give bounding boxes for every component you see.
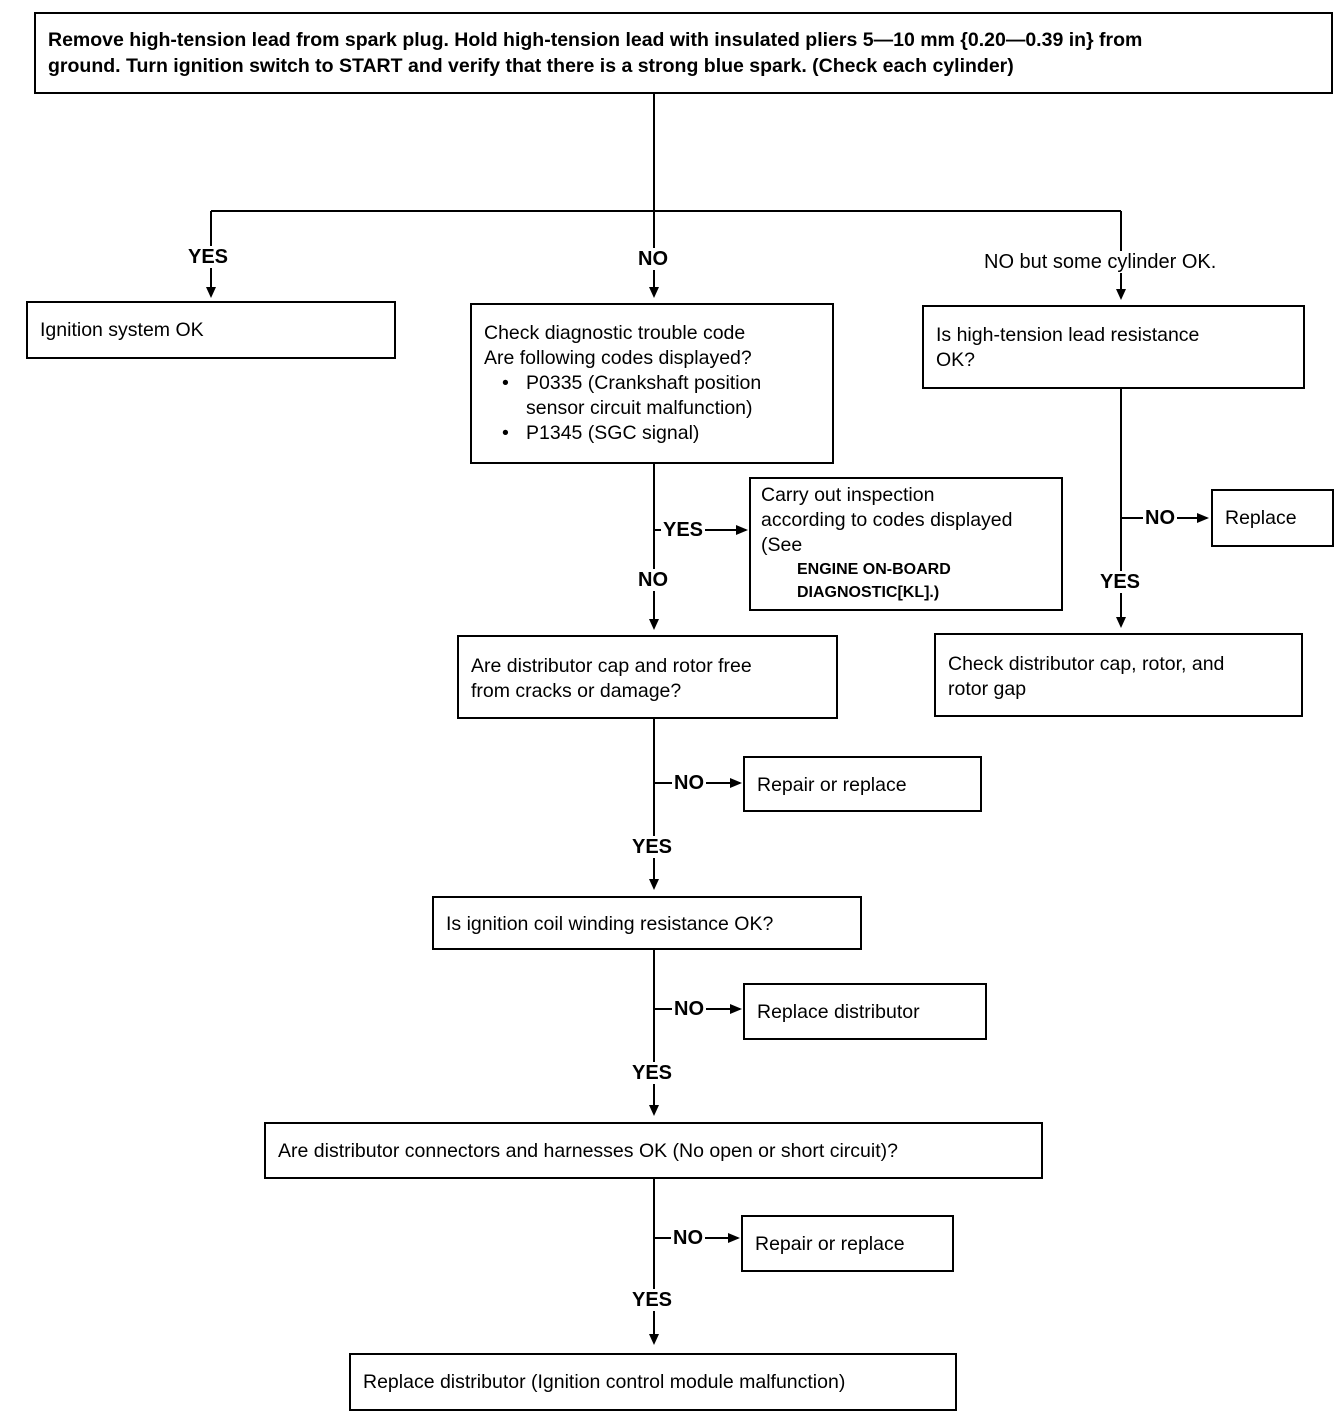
no-label-center: NO: [636, 248, 670, 270]
replace-box: Replace: [1211, 489, 1334, 547]
replace-distributor-text: Replace distributor: [757, 1001, 920, 1023]
start-step-box: Remove high-tension lead from spark plug…: [34, 12, 1333, 94]
ht-lead-box: Is high-tension lead resistance OK?: [922, 305, 1305, 389]
connectors-yes-label: YES: [630, 1289, 675, 1311]
yes-label-left: YES: [186, 246, 231, 268]
replace-text: Replace: [1225, 507, 1297, 529]
start-step-line-2: ground. Turn ignition switch to START an…: [48, 55, 1014, 77]
ignition-ok-text: Ignition system OK: [40, 319, 204, 341]
cap-yes-label: YES: [630, 836, 675, 858]
dtc-code-list: P0335 (Crankshaft position sensor circui…: [484, 371, 820, 446]
ht-lead-no-label: NO: [1143, 507, 1177, 529]
repair-replace-text-2: Repair or replace: [755, 1233, 905, 1255]
no-some-cylinder-label: NO but some cylinder OK.: [982, 251, 1219, 273]
repair-replace-box-1: Repair or replace: [743, 756, 982, 812]
carry-out-inspection-box: Carry out inspection according to codes …: [749, 477, 1063, 611]
coil-yes-label: YES: [630, 1062, 675, 1084]
final-step-text: Replace distributor (Ignition control mo…: [363, 1371, 846, 1393]
connectors-harnesses-box: Are distributor connectors and harnesses…: [264, 1122, 1043, 1179]
distributor-cap-line-2: from cracks or damage?: [471, 680, 682, 702]
dtc-no-label: NO: [636, 569, 670, 591]
ignition-coil-text: Is ignition coil winding resistance OK?: [446, 913, 774, 935]
dtc-code-1-line-2: sensor circuit malfunction): [526, 397, 753, 419]
replace-distributor-box: Replace distributor: [743, 983, 987, 1040]
carry-out-line-3: (See: [761, 534, 803, 556]
check-dtc-line-1: Check diagnostic trouble code: [484, 322, 746, 344]
dtc-code-1-line-1: P0335 (Crankshaft position: [526, 372, 762, 394]
ht-lead-line-2: OK?: [936, 349, 976, 371]
cap-no-label: NO: [672, 772, 706, 794]
repair-replace-box-2: Repair or replace: [741, 1215, 954, 1272]
check-cap-line-1: Check distributor cap, rotor, and: [948, 653, 1225, 675]
distributor-cap-line-1: Are distributor cap and rotor free: [471, 655, 752, 677]
dtc-code-2-line-1: P1345 (SGC signal): [526, 422, 700, 444]
coil-no-label: NO: [672, 998, 706, 1020]
ht-lead-yes-label: YES: [1098, 571, 1143, 593]
ht-lead-line-1: Is high-tension lead resistance: [936, 324, 1200, 346]
carry-out-line-2: according to codes displayed: [761, 509, 1013, 531]
carry-out-line-1: Carry out inspection: [761, 484, 935, 506]
carry-out-ref-line-2: DIAGNOSTIC[KL].): [797, 584, 940, 601]
start-step-line-1: Remove high-tension lead from spark plug…: [48, 29, 1143, 51]
dtc-code-item: P1345 (SGC signal): [484, 421, 820, 446]
ignition-coil-box: Is ignition coil winding resistance OK?: [432, 896, 862, 950]
check-cap-line-2: rotor gap: [948, 678, 1027, 700]
carry-out-ref-line-1: ENGINE ON-BOARD: [797, 561, 951, 578]
dtc-code-item: P0335 (Crankshaft position sensor circui…: [484, 371, 820, 421]
connectors-no-label: NO: [671, 1227, 705, 1249]
check-dtc-line-2: Are following codes displayed?: [484, 347, 752, 369]
final-step-box: Replace distributor (Ignition control mo…: [349, 1353, 957, 1411]
repair-replace-text-1: Repair or replace: [757, 774, 907, 796]
connectors-harnesses-text: Are distributor connectors and harnesses…: [278, 1140, 898, 1162]
check-cap-rotor-box: Check distributor cap, rotor, and rotor …: [934, 633, 1303, 717]
check-dtc-box: Check diagnostic trouble code Are follow…: [470, 303, 834, 464]
distributor-cap-box: Are distributor cap and rotor free from …: [457, 635, 838, 719]
ignition-ok-box: Ignition system OK: [26, 301, 396, 359]
dtc-yes-label: YES: [661, 519, 706, 541]
